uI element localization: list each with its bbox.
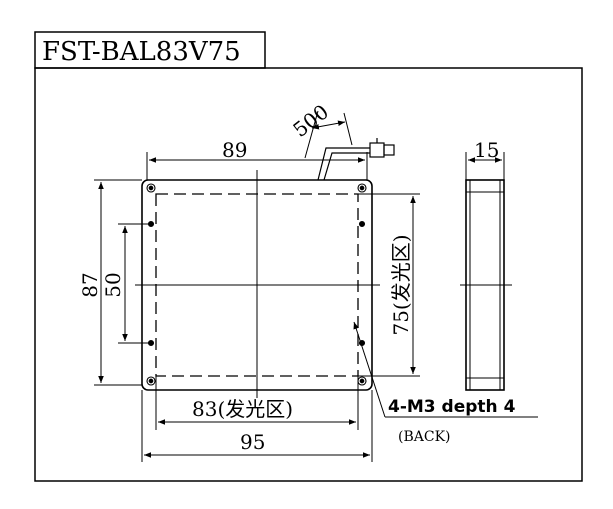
drawing-frame [34,67,583,482]
hole-callout-label: 4-M3 depth 4 [388,397,516,417]
dim-top-label: 89 [222,138,247,162]
connector-icon [369,142,385,158]
m3-hole-icon [358,220,366,228]
dim-height-label: 87 [78,272,102,297]
dim-holes-label: 50 [101,272,125,297]
front-view [135,170,380,398]
dim-height [94,179,142,386]
hole-icon [357,183,367,193]
hole-icon [146,376,156,386]
dim-cable-label: 500 [288,100,333,142]
dim-top [146,152,368,180]
dim-cable [304,110,353,159]
dim-emit-height [358,193,420,377]
hole-callout-back: (BACK) [398,429,451,445]
dim-emit-height-label: 75(发光区) [389,234,413,335]
hole-icon [146,183,156,193]
side-view [460,152,512,391]
drawing-title: FST-BAL83V75 [42,37,241,67]
dim-outer-width-label: 95 [240,430,265,454]
dim-holes [118,223,151,344]
dim-side-label: 15 [474,138,499,162]
dim-emit-width-label: 83(发光区) [192,397,293,421]
cable-assembly [317,138,395,181]
dim-emit-width [155,376,359,430]
hole-callout [353,321,538,418]
dim-outer-width [141,390,373,462]
